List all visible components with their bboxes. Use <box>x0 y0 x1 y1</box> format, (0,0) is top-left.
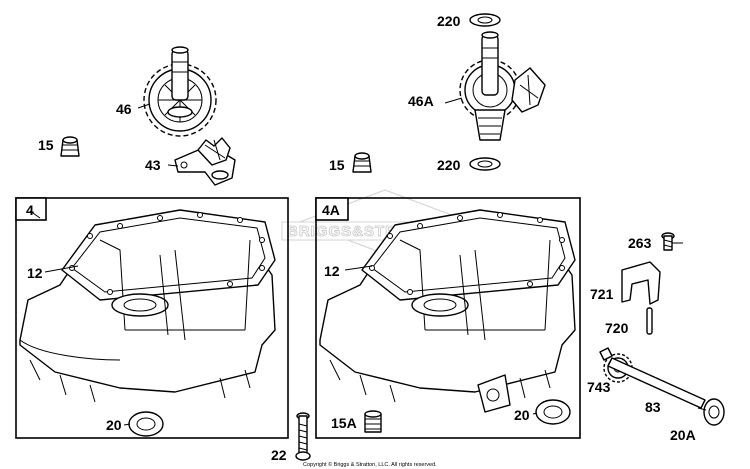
plug-15A <box>364 410 382 433</box>
camshaft-gear-46A <box>459 31 546 141</box>
crankcase-sump-4 <box>19 209 276 403</box>
callout-743: 743 <box>587 379 611 395</box>
oil-seal-20-right <box>535 399 571 425</box>
washer-220-bottom <box>469 157 501 171</box>
callout-721: 721 <box>590 286 614 302</box>
crankcase-sump-4A <box>319 209 576 413</box>
callout-43: 43 <box>145 157 161 173</box>
copyright-notice: Copyright © Briggs & Stratton, LLC. All … <box>303 461 437 468</box>
governor-assembly-43 <box>174 137 236 186</box>
callout-15-right: 15 <box>329 157 345 173</box>
callout-4A: 4A <box>322 202 340 218</box>
screw-263 <box>661 232 675 251</box>
callout-15-left: 15 <box>38 137 54 153</box>
oil-seal-20-left <box>128 411 164 437</box>
callout-22: 22 <box>271 447 287 463</box>
bolt-22 <box>295 412 311 461</box>
callout-15A: 15A <box>331 415 357 431</box>
sump-frame-4 <box>15 197 289 439</box>
callout-12-right: 12 <box>324 263 340 279</box>
callout-720: 720 <box>605 320 629 336</box>
callout-20-left: 20 <box>106 417 122 433</box>
callout-46: 46 <box>116 101 132 117</box>
callout-220-top: 220 <box>437 13 461 29</box>
callout-46A: 46A <box>408 93 434 109</box>
camshaft-gear-46 <box>143 46 217 137</box>
callout-263: 263 <box>628 235 652 251</box>
bracket-721 <box>621 261 661 305</box>
callout-4: 4 <box>26 202 34 218</box>
plug-15-left <box>60 136 80 157</box>
callout-220-bottom: 220 <box>437 157 461 173</box>
leader-lines <box>29 97 707 426</box>
pin-720 <box>646 307 653 335</box>
governor-shaft-83 <box>599 347 706 409</box>
callout-20-right: 20 <box>514 407 530 423</box>
callout-labels: 46 46A 15 43 15 220 220 4 4A 12 12 20 20… <box>26 13 696 463</box>
washer-220-top <box>469 13 501 27</box>
washer-20A <box>703 398 725 426</box>
plug-15-right <box>352 152 372 173</box>
callout-20A: 20A <box>670 427 696 443</box>
callout-83: 83 <box>645 399 661 415</box>
sump-frame-4A <box>315 197 581 439</box>
callout-12-left: 12 <box>27 265 43 281</box>
